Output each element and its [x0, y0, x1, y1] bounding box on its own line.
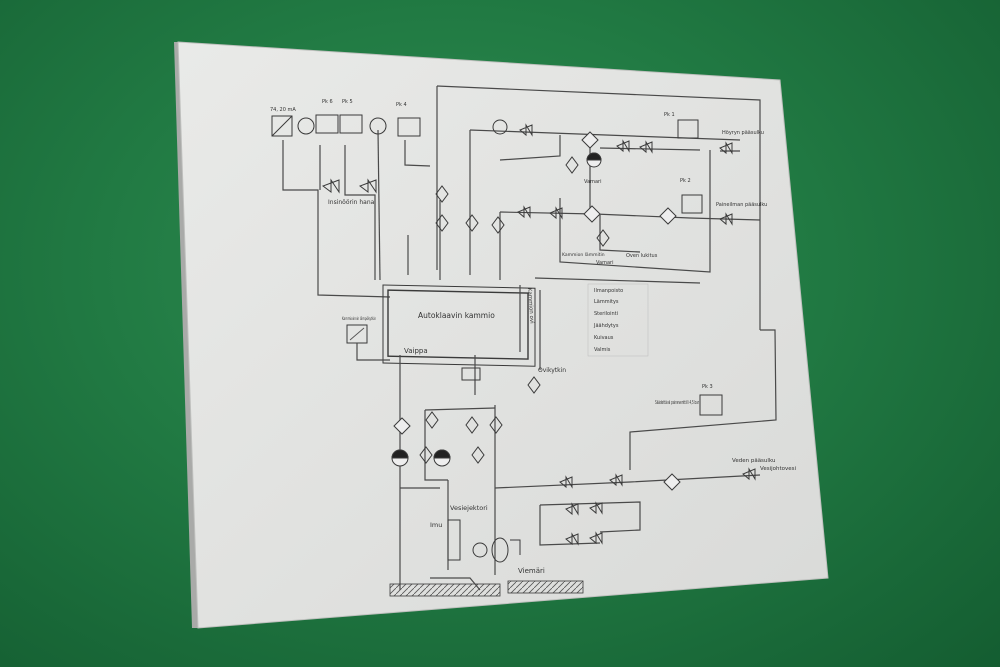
status-item: Jäähdytys — [593, 323, 619, 329]
chamber-side-label: Kammion ovi — [526, 288, 535, 325]
pk2-label: Pk 2 — [680, 178, 691, 184]
autoclave-chamber — [387, 289, 529, 360]
status-item: Kuivaus — [594, 335, 614, 341]
status-item: Lämmitys — [594, 299, 619, 305]
pk3-label: Pk 3 — [702, 384, 713, 390]
floor-drain — [389, 577, 584, 597]
panel-edge — [174, 42, 198, 628]
door-switch-label: Ovikytkin — [538, 367, 566, 374]
chamber-label: Autoklaavin kammio — [418, 311, 495, 320]
pressure-gauges — [271, 114, 723, 416]
diagram-labels: Autoklaavin kammio Kammion ovi Vaippa Ov… — [270, 99, 797, 575]
piping-diagram — [271, 85, 777, 597]
steam-main-label: Höyryn pääsulku — [722, 130, 764, 136]
door-lock-label: Oven lukitus — [626, 253, 658, 259]
water-ejector — [447, 519, 521, 563]
pk6-label: Pk 6 — [322, 99, 333, 105]
pressure-main-label: Paineilman pääsulku — [716, 202, 767, 208]
steam-traps — [391, 152, 602, 467]
valve-symbols — [321, 123, 756, 546]
filter-symbols — [393, 131, 681, 491]
jacket-switch-label: Kammioinnin lämpökytkin — [342, 316, 376, 321]
jacket-label: Vaippa — [404, 347, 428, 355]
adjustable-valve-label: Säädettävä paineventtiili 4,5 bar — [655, 400, 699, 406]
chamber-heater-label: Kammion lämmitin — [562, 252, 605, 258]
engineer-tap-label: Insinöörin hana — [328, 199, 375, 206]
status-item: Sterilointi — [594, 311, 618, 317]
lower-valve-box — [461, 367, 481, 381]
tap-water-label: Vesijohtovesi — [760, 466, 797, 472]
pk1-label: Pk 1 — [664, 112, 675, 118]
water-main-label: Veden pääsulku — [732, 458, 775, 464]
ejector-label: Vesiejektori — [450, 504, 488, 512]
status-panel — [587, 283, 649, 357]
status-item: Ilmanpoisto — [594, 288, 623, 294]
drain-label: Viemäri — [518, 567, 545, 575]
pk5-label: Pk 5 — [342, 99, 353, 105]
vamari-mid-label: Vamari — [596, 260, 613, 266]
vamari-top-label: Vamari — [584, 179, 601, 185]
pk4-label: Pk 4 — [396, 102, 407, 108]
transmitter-label: 74, 20 mA — [270, 107, 296, 113]
suction-label: Imu — [430, 521, 442, 529]
status-item: Valmis — [594, 347, 611, 353]
